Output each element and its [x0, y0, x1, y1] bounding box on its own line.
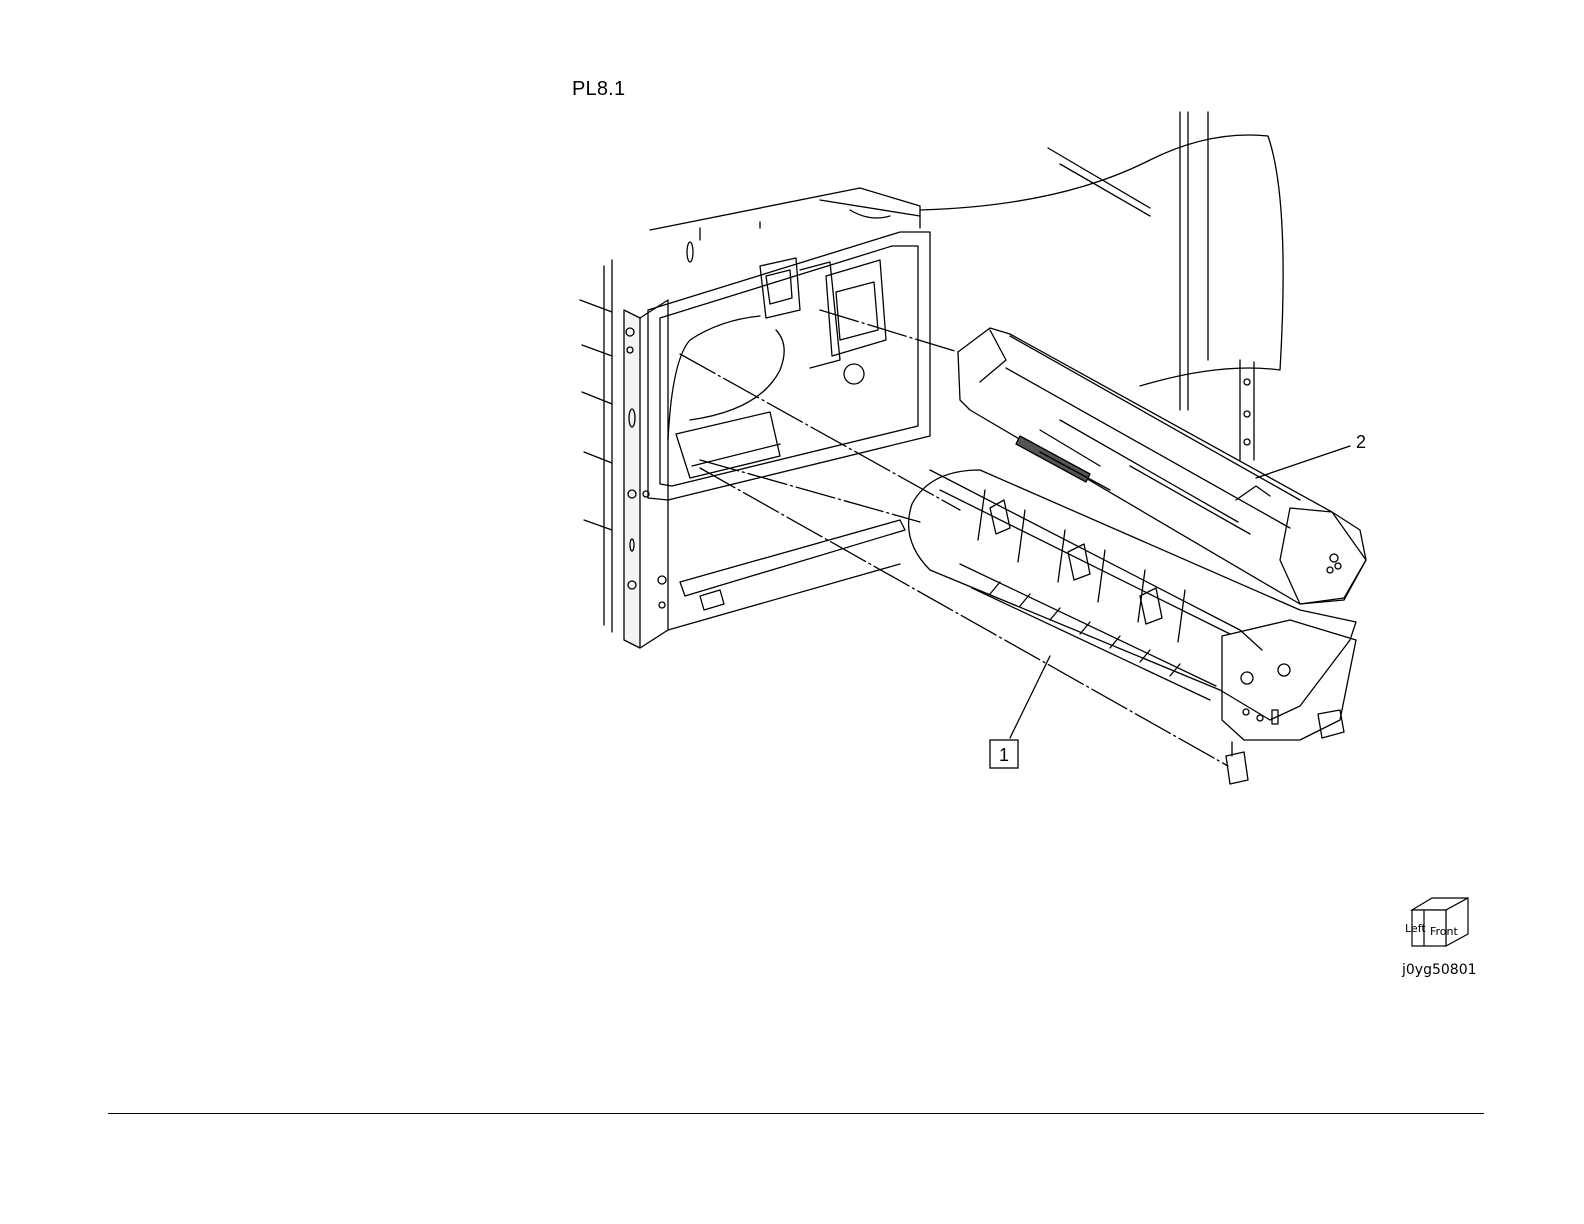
callout-2: 2	[1356, 432, 1366, 452]
printer-frame	[580, 188, 930, 648]
orientation-left-label: Left	[1405, 922, 1426, 935]
drawing-id: j0yg50801	[1402, 962, 1477, 978]
callout-1: 1	[999, 745, 1009, 765]
footer-rule	[108, 1113, 1484, 1114]
orientation-front-label: Front	[1430, 925, 1459, 938]
